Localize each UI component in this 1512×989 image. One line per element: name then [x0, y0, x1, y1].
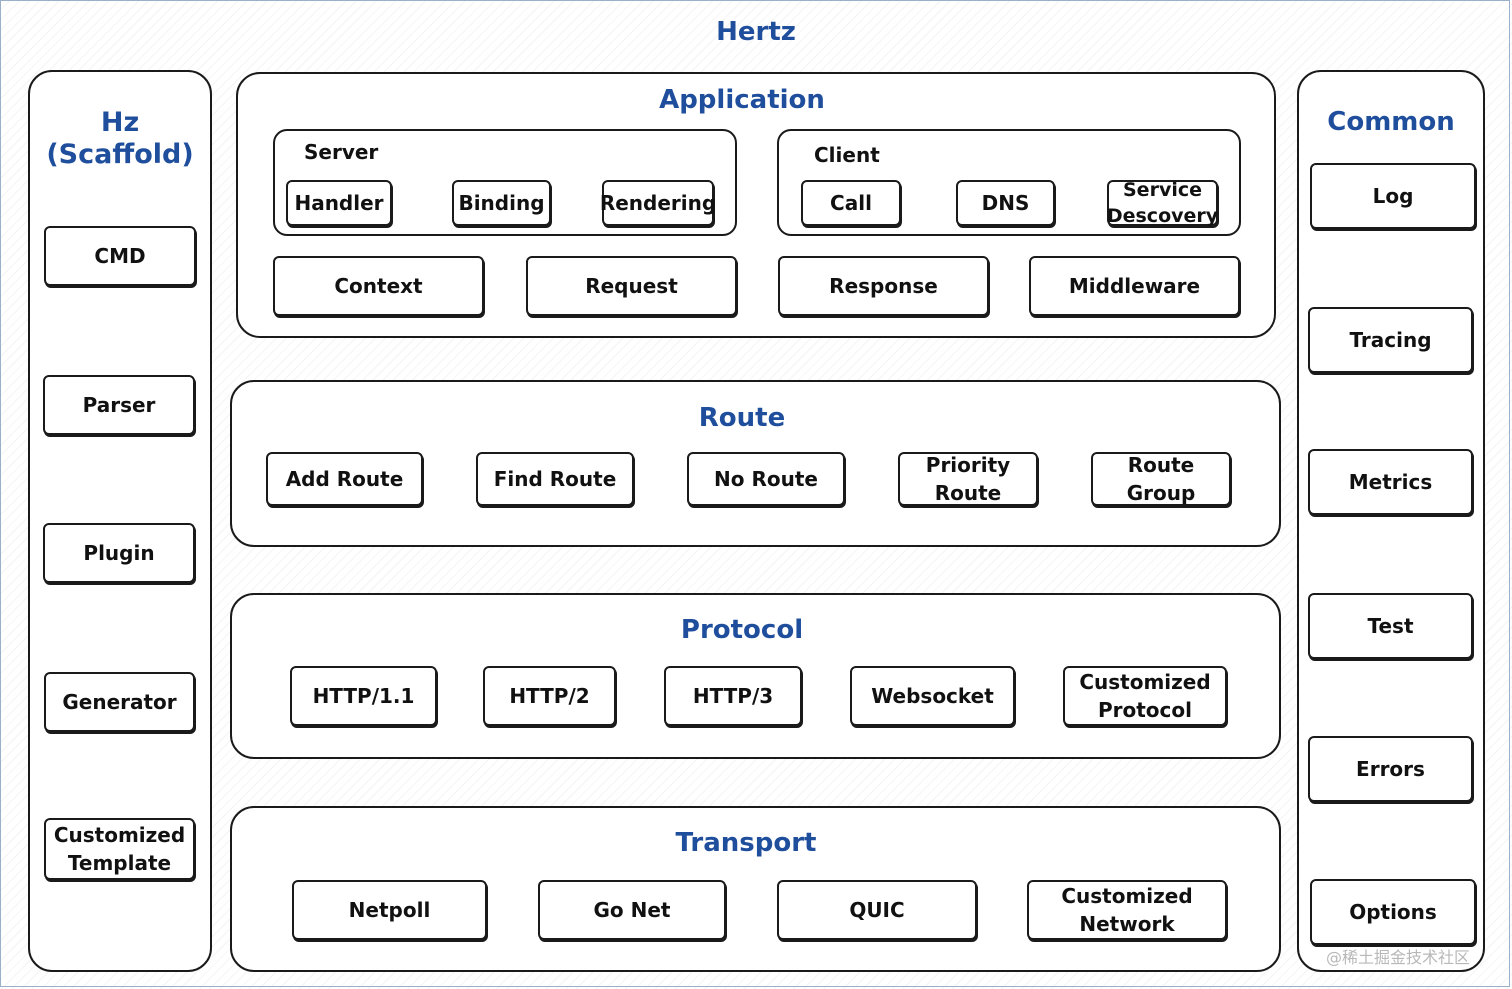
application-item-middleware: Middleware	[1029, 256, 1240, 316]
scaffold-title-line1: Hz	[100, 107, 140, 138]
server-item-handler: Handler	[286, 180, 392, 226]
scaffold-item-parser: Parser	[43, 375, 195, 435]
common-title: Common	[1327, 107, 1455, 137]
route-item-add-route: Add Route	[266, 452, 423, 506]
diagram-title: Hertz	[716, 17, 796, 47]
client-item-service-discovery: Service Descovery	[1106, 179, 1219, 227]
transport-item-quic: QUIC	[777, 880, 977, 940]
client-item-call: Call	[801, 180, 901, 226]
transport-item-go-net: Go Net	[538, 880, 726, 940]
protocol-item-http11: HTTP/1.1	[290, 666, 437, 726]
watermark: @稀土掘金技术社区	[1326, 948, 1471, 967]
route-item-find-route: Find Route	[476, 452, 634, 506]
scaffold-title-line2: (Scaffold)	[46, 139, 194, 170]
transport-title: Transport	[675, 828, 817, 858]
server-item-binding: Binding	[452, 180, 551, 226]
route-item-priority-route: Priority Route	[898, 452, 1038, 506]
server-label: Server	[304, 140, 379, 164]
client-label: Client	[814, 143, 880, 167]
protocol-item-http3: HTTP/3	[664, 666, 802, 726]
protocol-item-http2: HTTP/2	[483, 666, 616, 726]
route-title: Route	[698, 403, 786, 433]
common-item-log: Log	[1310, 163, 1476, 229]
route-item-route-group: Route Group	[1091, 452, 1231, 506]
protocol-title: Protocol	[680, 615, 804, 645]
common-item-test: Test	[1308, 593, 1473, 659]
common-item-tracing: Tracing	[1308, 307, 1473, 373]
common-item-errors: Errors	[1308, 736, 1473, 802]
scaffold-item-cmd: CMD	[44, 226, 196, 286]
server-item-rendering: Rendering	[600, 180, 716, 226]
scaffold-item-customized-template: Customized Template	[44, 818, 195, 880]
transport-item-netpoll: Netpoll	[292, 880, 487, 940]
route-item-no-route: No Route	[687, 452, 845, 506]
application-item-context: Context	[273, 256, 484, 316]
protocol-item-websocket: Websocket	[850, 666, 1015, 726]
client-item-dns: DNS	[956, 180, 1055, 226]
scaffold-item-generator: Generator	[44, 672, 195, 732]
application-title: Application	[659, 85, 825, 115]
application-item-response: Response	[778, 256, 989, 316]
transport-item-customized-network: Customized Network	[1027, 880, 1227, 940]
common-item-metrics: Metrics	[1308, 449, 1473, 515]
protocol-item-customized-protocol: Customized Protocol	[1063, 666, 1227, 726]
scaffold-item-plugin: Plugin	[43, 523, 195, 583]
common-item-options: Options	[1310, 879, 1476, 945]
application-item-request: Request	[526, 256, 737, 316]
